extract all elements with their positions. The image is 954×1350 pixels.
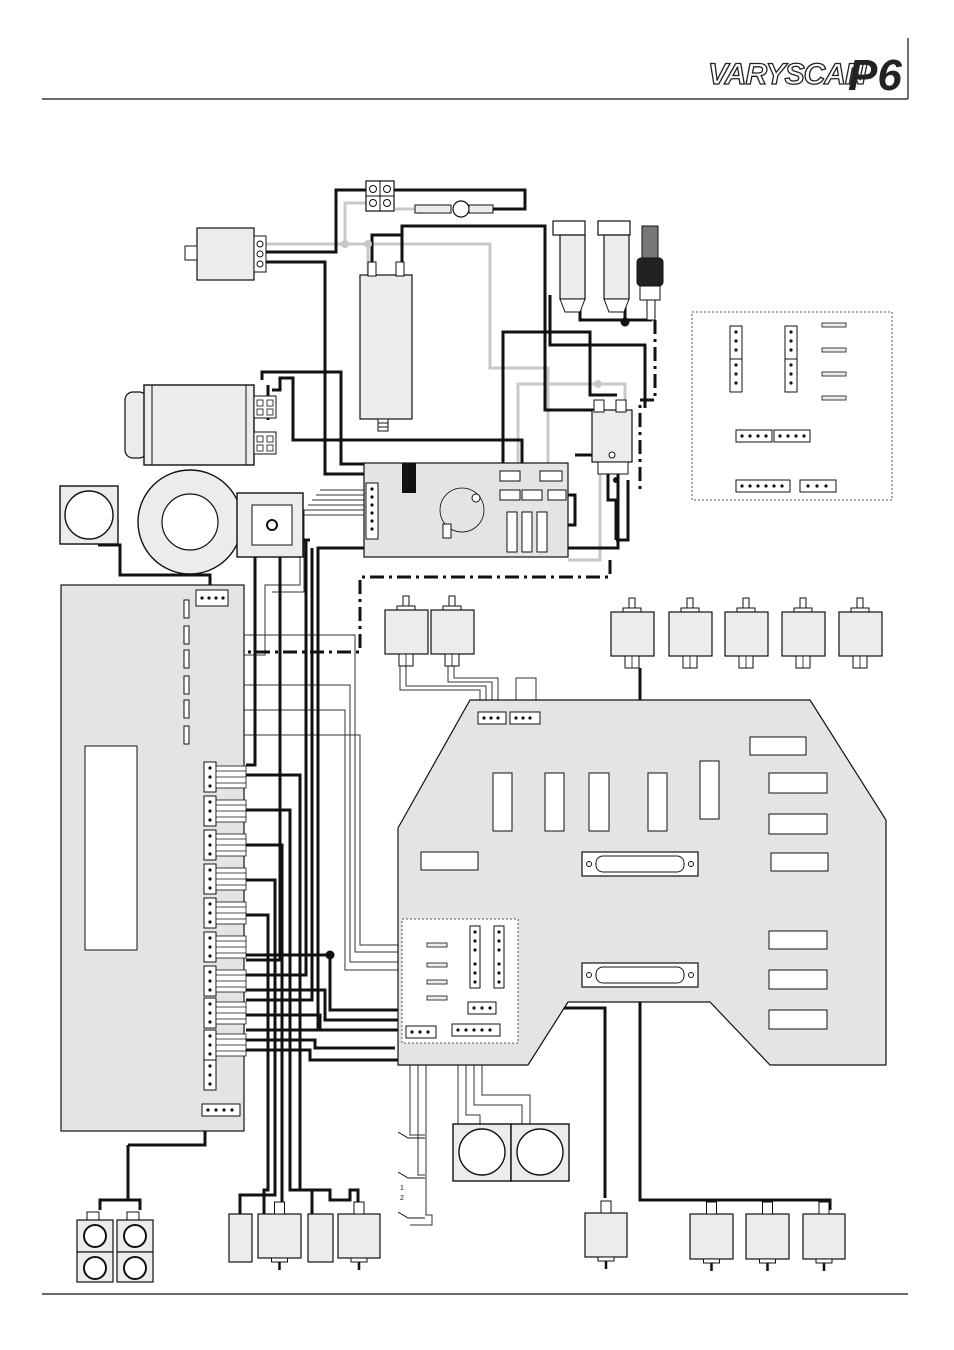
main-logic-board xyxy=(397,699,887,1066)
dimmer-connector xyxy=(203,761,247,793)
xlr-connectors xyxy=(76,1211,154,1283)
output-motor xyxy=(745,1201,790,1271)
grey-junction-dots xyxy=(341,240,602,388)
toroidal-transformer xyxy=(137,469,243,575)
rectifier-bridge xyxy=(236,492,304,558)
output-motor xyxy=(337,1201,381,1270)
stepper-motor xyxy=(838,597,883,669)
lamp-fuse xyxy=(414,200,494,218)
terminal-block xyxy=(365,180,395,212)
drive-motor xyxy=(124,384,277,466)
db25-connector-upper xyxy=(581,851,699,877)
interface-subboard xyxy=(401,918,519,1044)
dimmer-connector xyxy=(203,965,247,997)
dimmer-connector xyxy=(203,863,247,895)
stepper-motor xyxy=(668,597,713,669)
output-motor xyxy=(257,1201,302,1270)
limit-switches: 1 2 xyxy=(397,1131,425,1219)
dimmer-connector xyxy=(203,829,247,861)
sensor-left xyxy=(552,220,586,313)
dimmer-connector xyxy=(203,897,247,929)
stepper-motors-bottom xyxy=(228,1200,846,1271)
junction-dots xyxy=(325,317,630,960)
output-motor xyxy=(307,1213,334,1263)
grey-wires xyxy=(265,201,627,562)
stepper-motor xyxy=(781,597,826,669)
dimmer-board xyxy=(60,584,247,1132)
dimmer-connector xyxy=(203,997,247,1029)
stepper-motor xyxy=(724,597,769,669)
power-supply-board xyxy=(363,462,569,558)
output-motor xyxy=(689,1201,734,1271)
stepper-motor xyxy=(610,597,655,669)
page-header: VARYSCAN P6 xyxy=(42,38,909,100)
relay-module xyxy=(591,399,633,475)
mains-inlet xyxy=(184,227,267,281)
sensor-middle xyxy=(597,220,631,313)
stepper-motor xyxy=(384,595,429,667)
output-motor xyxy=(228,1213,253,1263)
dual-fan xyxy=(452,1123,570,1182)
stepper-motors-top xyxy=(384,595,883,669)
dashdot-wires xyxy=(188,320,657,654)
capacitor-tube xyxy=(359,261,413,432)
dimmer-connector xyxy=(203,1059,217,1091)
dimmer-output-connectors xyxy=(203,761,247,1091)
black-wires xyxy=(98,188,832,1215)
dimmer-connector xyxy=(203,931,247,963)
db25-connector-lower xyxy=(581,962,699,988)
legend-box xyxy=(691,311,893,501)
switch-label-1: 1 xyxy=(400,1185,404,1192)
stepper-motor xyxy=(430,595,475,667)
dimmer-connector xyxy=(203,795,247,827)
output-motor xyxy=(584,1200,628,1269)
sensor-cable-gland xyxy=(636,225,664,321)
output-motor xyxy=(802,1201,846,1271)
dimmer-connector xyxy=(203,1029,247,1061)
model-logo: P6 xyxy=(848,51,902,100)
switch-label-2: 2 xyxy=(400,1195,404,1202)
brand-logo: VARYSCAN xyxy=(708,58,868,91)
fan-icon xyxy=(59,485,119,545)
